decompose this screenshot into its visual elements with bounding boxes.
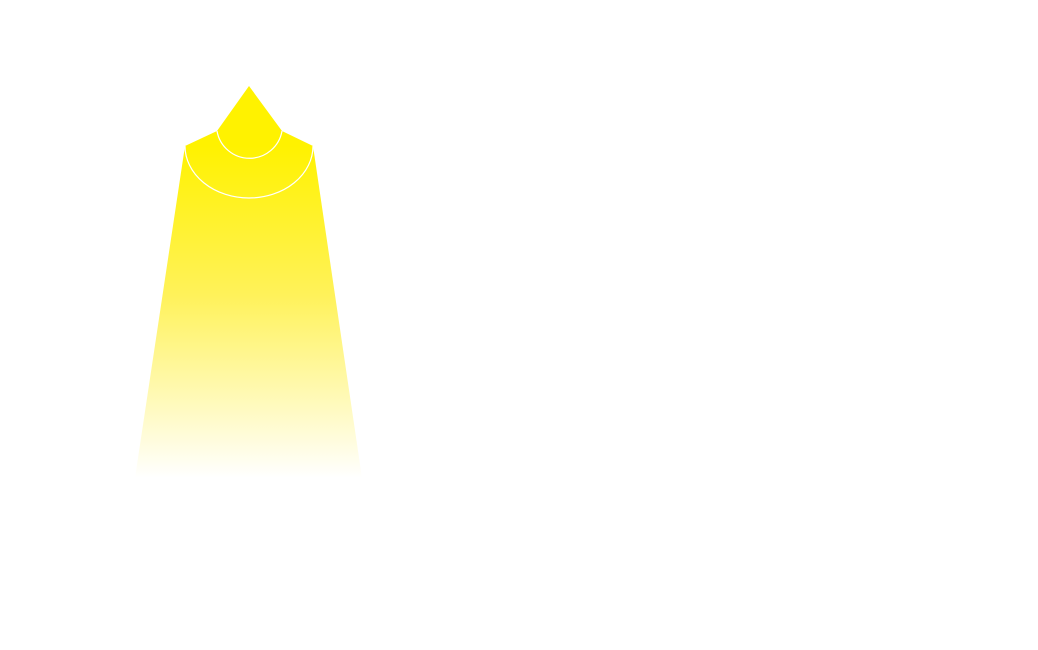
outer-arc-line: [184, 145, 314, 199]
light-beam: [135, 146, 362, 478]
beam-tip: [217, 86, 282, 131]
inner-arc-line: [216, 130, 283, 159]
